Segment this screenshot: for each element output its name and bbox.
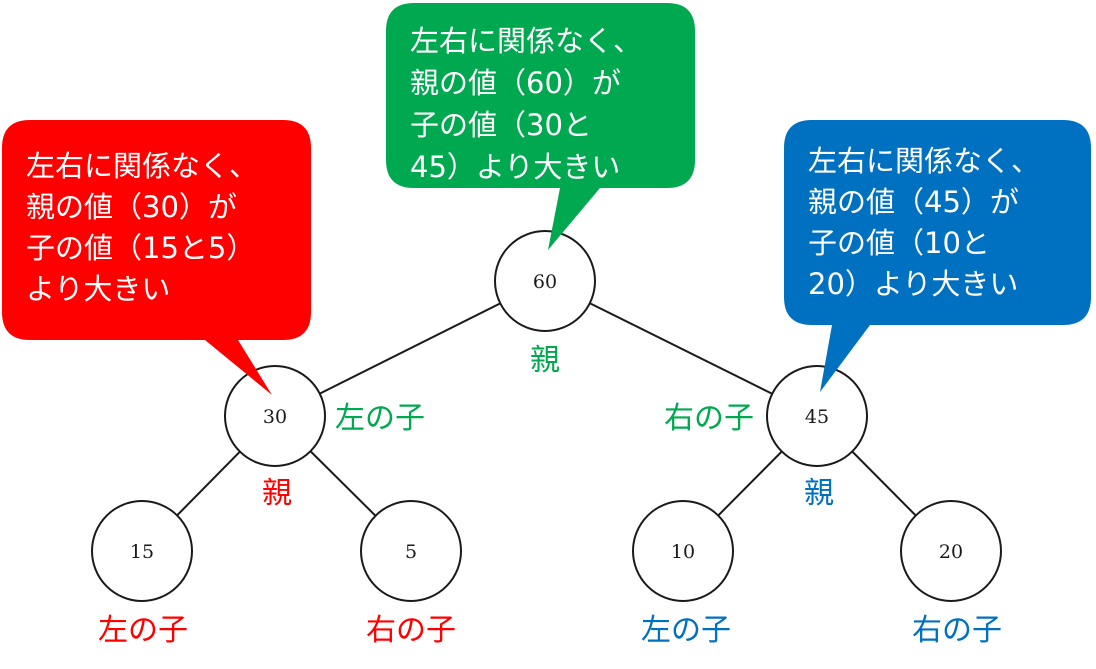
- node-value: 20: [939, 541, 963, 563]
- right-child-label-20: 右の子: [912, 613, 1002, 648]
- callout-line: 左右に関係なく、: [808, 144, 1040, 178]
- left-child-label-10: 左の子: [641, 613, 731, 648]
- role-labels: 親 左の子 右の子 親 左の子 右の子 親 左の子 右の子: [98, 343, 1002, 648]
- tree-node-20: 20: [900, 500, 1002, 602]
- node-value: 30: [263, 406, 287, 428]
- node-value: 5: [405, 541, 417, 563]
- node-circle: [766, 365, 868, 467]
- tree-node-45: 45: [766, 365, 868, 467]
- node-circle: [632, 500, 734, 602]
- left-child-label-30: 左の子: [335, 401, 425, 436]
- callout-line: 子の値（10と: [808, 226, 990, 260]
- node-circle: [224, 365, 326, 467]
- right-child-label-45: 右の子: [664, 401, 754, 436]
- node-circle: [900, 500, 1002, 602]
- callout-line: 45）より大きい: [410, 150, 620, 184]
- left-child-label-15: 左の子: [98, 613, 188, 648]
- callout-red: 左右に関係なく、 親の値（30）が 子の値（15と5） より大きい: [2, 120, 311, 395]
- node-value: 15: [130, 541, 154, 563]
- callout-bubble: [2, 120, 311, 395]
- tree-node-5: 5: [360, 500, 462, 602]
- node-value: 10: [671, 541, 695, 563]
- callout-line: 親の値（45）が: [808, 185, 1019, 219]
- tree-node-10: 10: [632, 500, 734, 602]
- tree-node-15: 15: [91, 500, 193, 602]
- tree-node-60: 60: [494, 230, 596, 332]
- parent-label-60: 親: [530, 343, 560, 378]
- callout-bubble: [784, 120, 1091, 392]
- callout-green: 左右に関係なく、 親の値（60）が 子の値（30と 45）より大きい: [386, 3, 695, 250]
- callout-blue: 左右に関係なく、 親の値（45）が 子の値（10と 20）より大きい: [784, 120, 1091, 392]
- callout-line: 子の値（15と5）: [26, 231, 255, 265]
- callout-line: 親の値（60）が: [410, 66, 621, 100]
- node-circle: [91, 500, 193, 602]
- node-circle: [494, 230, 596, 332]
- tree-node-30: 30: [224, 365, 326, 467]
- node-value: 45: [805, 406, 829, 428]
- callout-line: 左右に関係なく、: [26, 149, 258, 183]
- callout-line: 親の値（30）が: [26, 190, 237, 224]
- callout-line: 20）より大きい: [808, 267, 1018, 301]
- callout-line: より大きい: [26, 272, 170, 306]
- node-value: 60: [533, 271, 557, 293]
- parent-label-45: 親: [804, 476, 834, 511]
- right-child-label-5: 右の子: [366, 613, 456, 648]
- callout-line: 左右に関係なく、: [410, 24, 642, 58]
- node-circle: [360, 500, 462, 602]
- callout-line: 子の値（30と: [410, 108, 592, 142]
- parent-label-30: 親: [262, 476, 292, 511]
- callout-bubble: [386, 3, 695, 250]
